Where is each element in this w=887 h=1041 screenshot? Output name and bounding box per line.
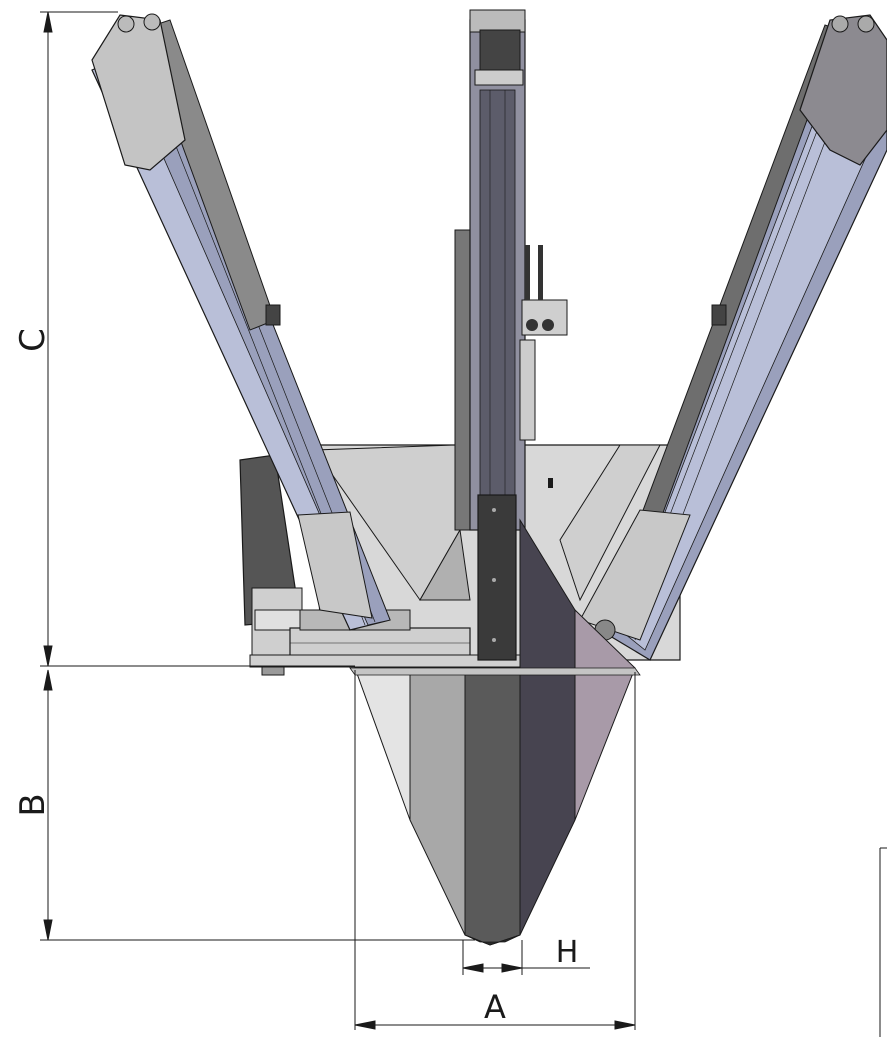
left-arm [91, 13, 391, 631]
dimension-label-b: B [13, 793, 53, 816]
dimension-label-h: H [556, 935, 579, 970]
spade-blades [349, 518, 641, 946]
dimension-label-a: A [484, 988, 506, 1026]
right-arm [579, 14, 887, 661]
central-mast [454, 9, 568, 661]
dimension-label-c: C [13, 328, 53, 352]
dimension-lines [40, 11, 887, 1037]
